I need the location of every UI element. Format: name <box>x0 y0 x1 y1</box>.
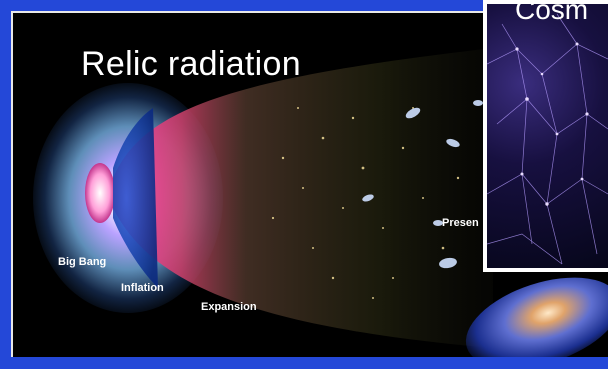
filament-network <box>487 13 608 265</box>
big-bang-core <box>85 163 115 223</box>
cosmic-web-inset: Cosm <box>483 0 608 272</box>
expansion-cone <box>113 48 493 348</box>
inset-title: Cosm <box>515 4 589 25</box>
label-expansion: Expansion <box>201 301 257 313</box>
figure-title: Relic radiation <box>81 45 301 83</box>
label-present: Presen <box>442 217 479 229</box>
label-inflation: Inflation <box>121 282 164 294</box>
label-big-bang: Big Bang <box>58 256 107 268</box>
cosmic-web-image: Cosm <box>487 4 608 268</box>
